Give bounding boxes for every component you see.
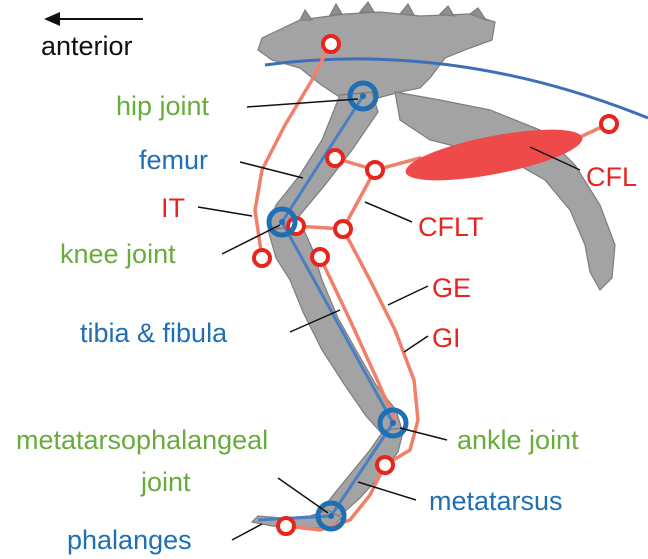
left-arrow bbox=[44, 12, 143, 26]
cflt-leader bbox=[365, 202, 412, 222]
metatarsus-label: metatarsus bbox=[429, 486, 563, 516]
pelvis-bone bbox=[258, 12, 495, 100]
ankle-attachment-marker bbox=[377, 457, 393, 473]
mtp-joint-leader bbox=[278, 478, 328, 513]
ankle-joint-label: ankle joint bbox=[457, 425, 579, 455]
femur-segment bbox=[282, 96, 363, 222]
knee-joint-label: knee joint bbox=[60, 239, 176, 269]
direction-label: anterior bbox=[41, 31, 133, 61]
femur-label: femur bbox=[139, 145, 208, 175]
cflt-node-marker bbox=[367, 162, 383, 178]
gi-label: GI bbox=[432, 323, 461, 353]
cfl-label: CFL bbox=[586, 162, 637, 192]
gi-leader bbox=[404, 336, 428, 352]
gi-origin-marker bbox=[312, 249, 328, 265]
phalanges-leader bbox=[232, 524, 262, 540]
ankle-joint-leader bbox=[400, 428, 447, 440]
mtp-joint-label-line2: joint bbox=[140, 467, 191, 497]
mtp-joint-label-line1: metatarsophalangeal bbox=[16, 425, 268, 455]
cfl-origin-marker bbox=[601, 116, 617, 132]
it-leader bbox=[198, 207, 252, 216]
femur-attachment-marker bbox=[327, 150, 343, 166]
hip-joint-label: hip joint bbox=[116, 91, 210, 121]
it-label: IT bbox=[161, 193, 185, 223]
it-insertion-marker bbox=[254, 250, 270, 266]
ischium-bone bbox=[395, 92, 615, 290]
tibia-fibula-label: tibia & fibula bbox=[80, 318, 228, 348]
metatarsus-bone bbox=[320, 428, 404, 522]
phalanges-label: phalanges bbox=[67, 525, 192, 555]
ge-label: GE bbox=[432, 273, 471, 303]
cflt-label: CFLT bbox=[418, 212, 484, 242]
it-origin-marker bbox=[323, 36, 339, 52]
ge-leader bbox=[388, 286, 428, 305]
toe-attachment-marker bbox=[278, 518, 294, 534]
tibia-segment bbox=[282, 222, 393, 423]
ge-origin-marker bbox=[335, 221, 351, 237]
femur-leader bbox=[240, 162, 303, 178]
